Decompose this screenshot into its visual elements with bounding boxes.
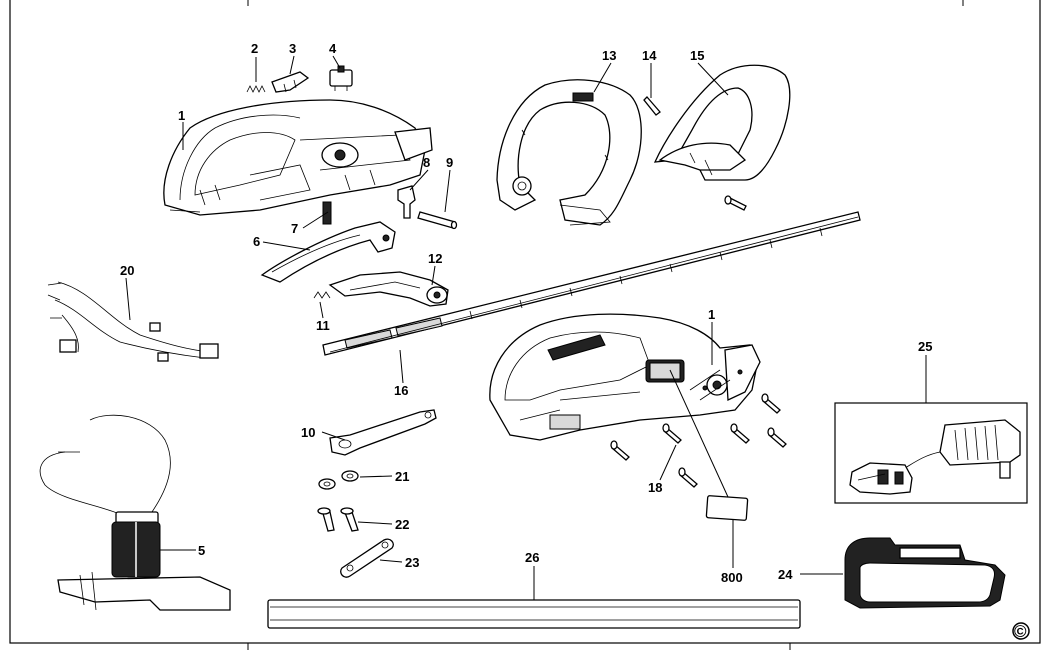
part-motor-assembly-5: [39, 414, 231, 611]
callout-8: 8: [423, 155, 430, 170]
callout-3: 3: [289, 41, 296, 56]
callout-13: 13: [602, 48, 616, 63]
part-rear-handle-13: [496, 79, 642, 226]
screw: [761, 393, 781, 414]
callout-1-right: 1: [708, 307, 715, 322]
callout-23: 23: [405, 555, 419, 570]
part-blade-16: [322, 211, 861, 356]
part-washers-21: [318, 470, 359, 490]
screw: [678, 467, 698, 488]
callout-9: 9: [446, 155, 453, 170]
callout-11: 11: [316, 318, 330, 333]
screw: [767, 427, 787, 448]
part-spring-11: [313, 291, 331, 299]
callout-4: 4: [329, 41, 337, 56]
part-screw-guard: [724, 195, 747, 211]
callout-26: 26: [525, 550, 539, 565]
callout-12: 12: [428, 251, 442, 266]
part-charger-25: [834, 402, 1028, 504]
copyright-mark: ©: [1012, 622, 1030, 641]
part-pin-14: [643, 96, 661, 116]
leader-lines: [125, 55, 927, 600]
part-bolts-22: [317, 507, 359, 532]
callout-20: 20: [120, 263, 134, 278]
callout-5: 5: [198, 543, 205, 558]
callout-labels: 1 2 3 4 5 6 7 8 9 10 11 12 13 14 15 16 1…: [120, 41, 932, 585]
part-wiring-harness-20: [47, 281, 219, 362]
callout-2: 2: [251, 41, 258, 56]
copyright-symbol: ©: [1014, 622, 1027, 641]
callout-10: 10: [301, 425, 315, 440]
callout-24: 24: [778, 567, 793, 582]
part-label-800: [705, 495, 749, 521]
part-bracket-10: [329, 409, 437, 456]
part-switch-4: [329, 65, 353, 91]
callout-16: 16: [394, 383, 408, 398]
callout-14: 14: [642, 48, 657, 63]
callout-800: 800: [721, 570, 743, 585]
housing-left-half: [163, 99, 433, 216]
part-switch-lever-3: [271, 71, 310, 93]
callout-21: 21: [395, 469, 409, 484]
part-trigger-6: [260, 221, 396, 283]
page-frame: [9, 0, 1041, 650]
callout-18: 18: [648, 480, 662, 495]
callout-1-left: 1: [178, 108, 185, 123]
part-crank-12: [328, 271, 449, 307]
part-plate-23: [340, 538, 394, 578]
housing-right-half: [489, 313, 761, 441]
part-spring-2: [246, 85, 266, 93]
part-battery-24: [844, 537, 1006, 609]
callout-6: 6: [253, 234, 260, 249]
screw: [730, 423, 750, 444]
callout-7: 7: [291, 221, 298, 236]
callout-25: 25: [918, 339, 932, 354]
part-screws-18: [610, 393, 787, 488]
part-front-guard-15: [653, 64, 791, 181]
part-pin-9: [417, 211, 458, 230]
callout-22: 22: [395, 517, 409, 532]
part-lock-off-8: [397, 185, 416, 219]
callout-15: 15: [690, 48, 704, 63]
screw: [662, 423, 682, 444]
part-blade-cover-26: [267, 599, 801, 629]
screw: [610, 440, 630, 461]
